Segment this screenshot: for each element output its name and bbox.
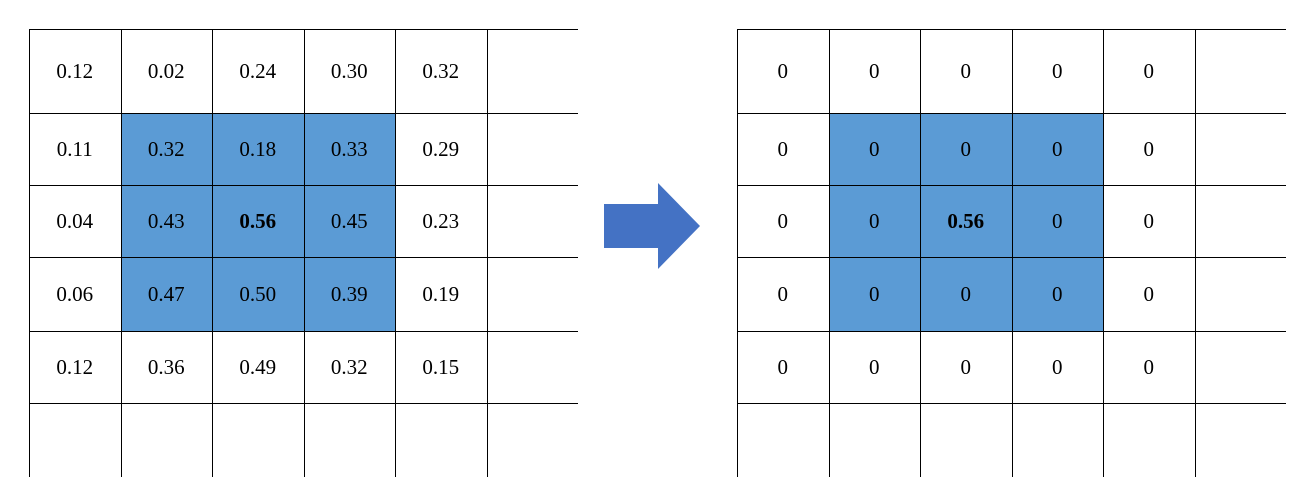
grid-cell: 0: [960, 354, 972, 379]
grid-cell: 0: [828, 257, 920, 331]
grid-cell: 0: [1143, 136, 1155, 161]
grid-cell: 0: [1143, 58, 1155, 83]
grid-cell: 0.30: [330, 58, 368, 83]
grid-cell: 0: [777, 136, 789, 161]
grid-cell: 0.19: [422, 281, 460, 306]
grid-cell: 0.43: [120, 185, 212, 257]
arrow-shape: [604, 183, 700, 269]
grid-cell: 0: [828, 185, 920, 257]
grid-cell: [212, 403, 304, 477]
grid-cell: [1012, 403, 1104, 477]
grid-cell: [29, 403, 121, 477]
grid-cell: [920, 403, 1012, 477]
grid-cell: 0: [1052, 58, 1063, 83]
grid-cell: 0: [920, 257, 1012, 331]
grid-cell: [487, 113, 579, 185]
grid-cell: 0: [1052, 354, 1063, 379]
grid-cell: 0.36: [147, 354, 185, 379]
grid-cell: 0.23: [422, 208, 460, 233]
grid-cell: [1195, 331, 1287, 403]
right-arrow-icon: [604, 183, 700, 269]
grid-cell: 0: [777, 58, 789, 83]
grid-cell: 0.32: [330, 354, 368, 379]
grid-cell: [487, 185, 579, 257]
grid-cell: 0.39: [303, 257, 395, 331]
grid-vertical-line: [737, 29, 738, 477]
grid-cell: 0.04: [56, 208, 94, 233]
grid-cell: 0.32: [422, 58, 460, 83]
grid-cell: 0.15: [422, 354, 460, 379]
grid-vertical-line: [1103, 29, 1104, 477]
grid-cell: 0.12: [56, 58, 94, 83]
grid-cell: 0.32: [120, 113, 212, 185]
grid-cell: 0.12: [56, 354, 94, 379]
grid-vertical-line: [395, 29, 396, 477]
grid-cell: 0: [960, 58, 972, 83]
grid-cell: [304, 403, 396, 477]
grid-cell: [487, 29, 579, 113]
grid-cell: 0: [828, 113, 920, 185]
grid-vertical-line: [486, 29, 488, 477]
grid-cell: 0.02: [147, 58, 185, 83]
grid-cell: [1195, 257, 1287, 331]
grid-cell: [1195, 113, 1287, 185]
grid-cell: 0: [1011, 257, 1103, 331]
grid-cell: 0.45: [303, 185, 395, 257]
grid-vertical-line: [120, 29, 122, 477]
grid-vertical-line: [303, 29, 305, 477]
grid-cell: 0: [1143, 281, 1155, 306]
grid-cell: 0.56: [212, 185, 304, 257]
grid-cell: 0.33: [303, 113, 395, 185]
grid-vertical-line: [212, 29, 213, 477]
grid-cell: [487, 257, 579, 331]
grid-cell: [737, 403, 829, 477]
grid-cell: 0: [1011, 185, 1103, 257]
grid-cell: 0.56: [920, 185, 1012, 257]
grid-vertical-line: [1194, 29, 1196, 477]
grid-cell: 0: [1143, 208, 1155, 233]
grid-cell: 0.24: [239, 58, 277, 83]
grid-cell: [1103, 403, 1195, 477]
grid-cell: 0.29: [422, 136, 460, 161]
grid-cell: 0.11: [56, 136, 93, 161]
grid-cell: 0: [869, 58, 880, 83]
grid-cell: [487, 331, 579, 403]
grid-cell: [487, 403, 579, 477]
grid-cell: 0.06: [56, 281, 94, 306]
grid-cell: 0.49: [239, 354, 277, 379]
grid-cell: [829, 403, 921, 477]
grid-cell: 0: [777, 354, 789, 379]
grid-cell: 0: [1143, 354, 1155, 379]
grid-cell: [1195, 403, 1287, 477]
grid-vertical-line: [828, 29, 830, 477]
grid-cell: 0: [777, 281, 789, 306]
grid-cell: 0.18: [212, 113, 304, 185]
grid-cell: 0.50: [212, 257, 304, 331]
grid-cell: 0: [869, 354, 880, 379]
grid-vertical-line: [1011, 29, 1013, 477]
grid-vertical-line: [29, 29, 30, 477]
grid-cell: [395, 403, 487, 477]
grid-cell: [121, 403, 213, 477]
grid-cell: 0: [1011, 113, 1103, 185]
grid-cell: 0.47: [120, 257, 212, 331]
grid-cell: 0: [777, 208, 789, 233]
grid-vertical-line: [920, 29, 921, 477]
grid-cell: 0: [920, 113, 1012, 185]
grid-cell: [1195, 185, 1287, 257]
grid-cell: [1195, 29, 1287, 113]
